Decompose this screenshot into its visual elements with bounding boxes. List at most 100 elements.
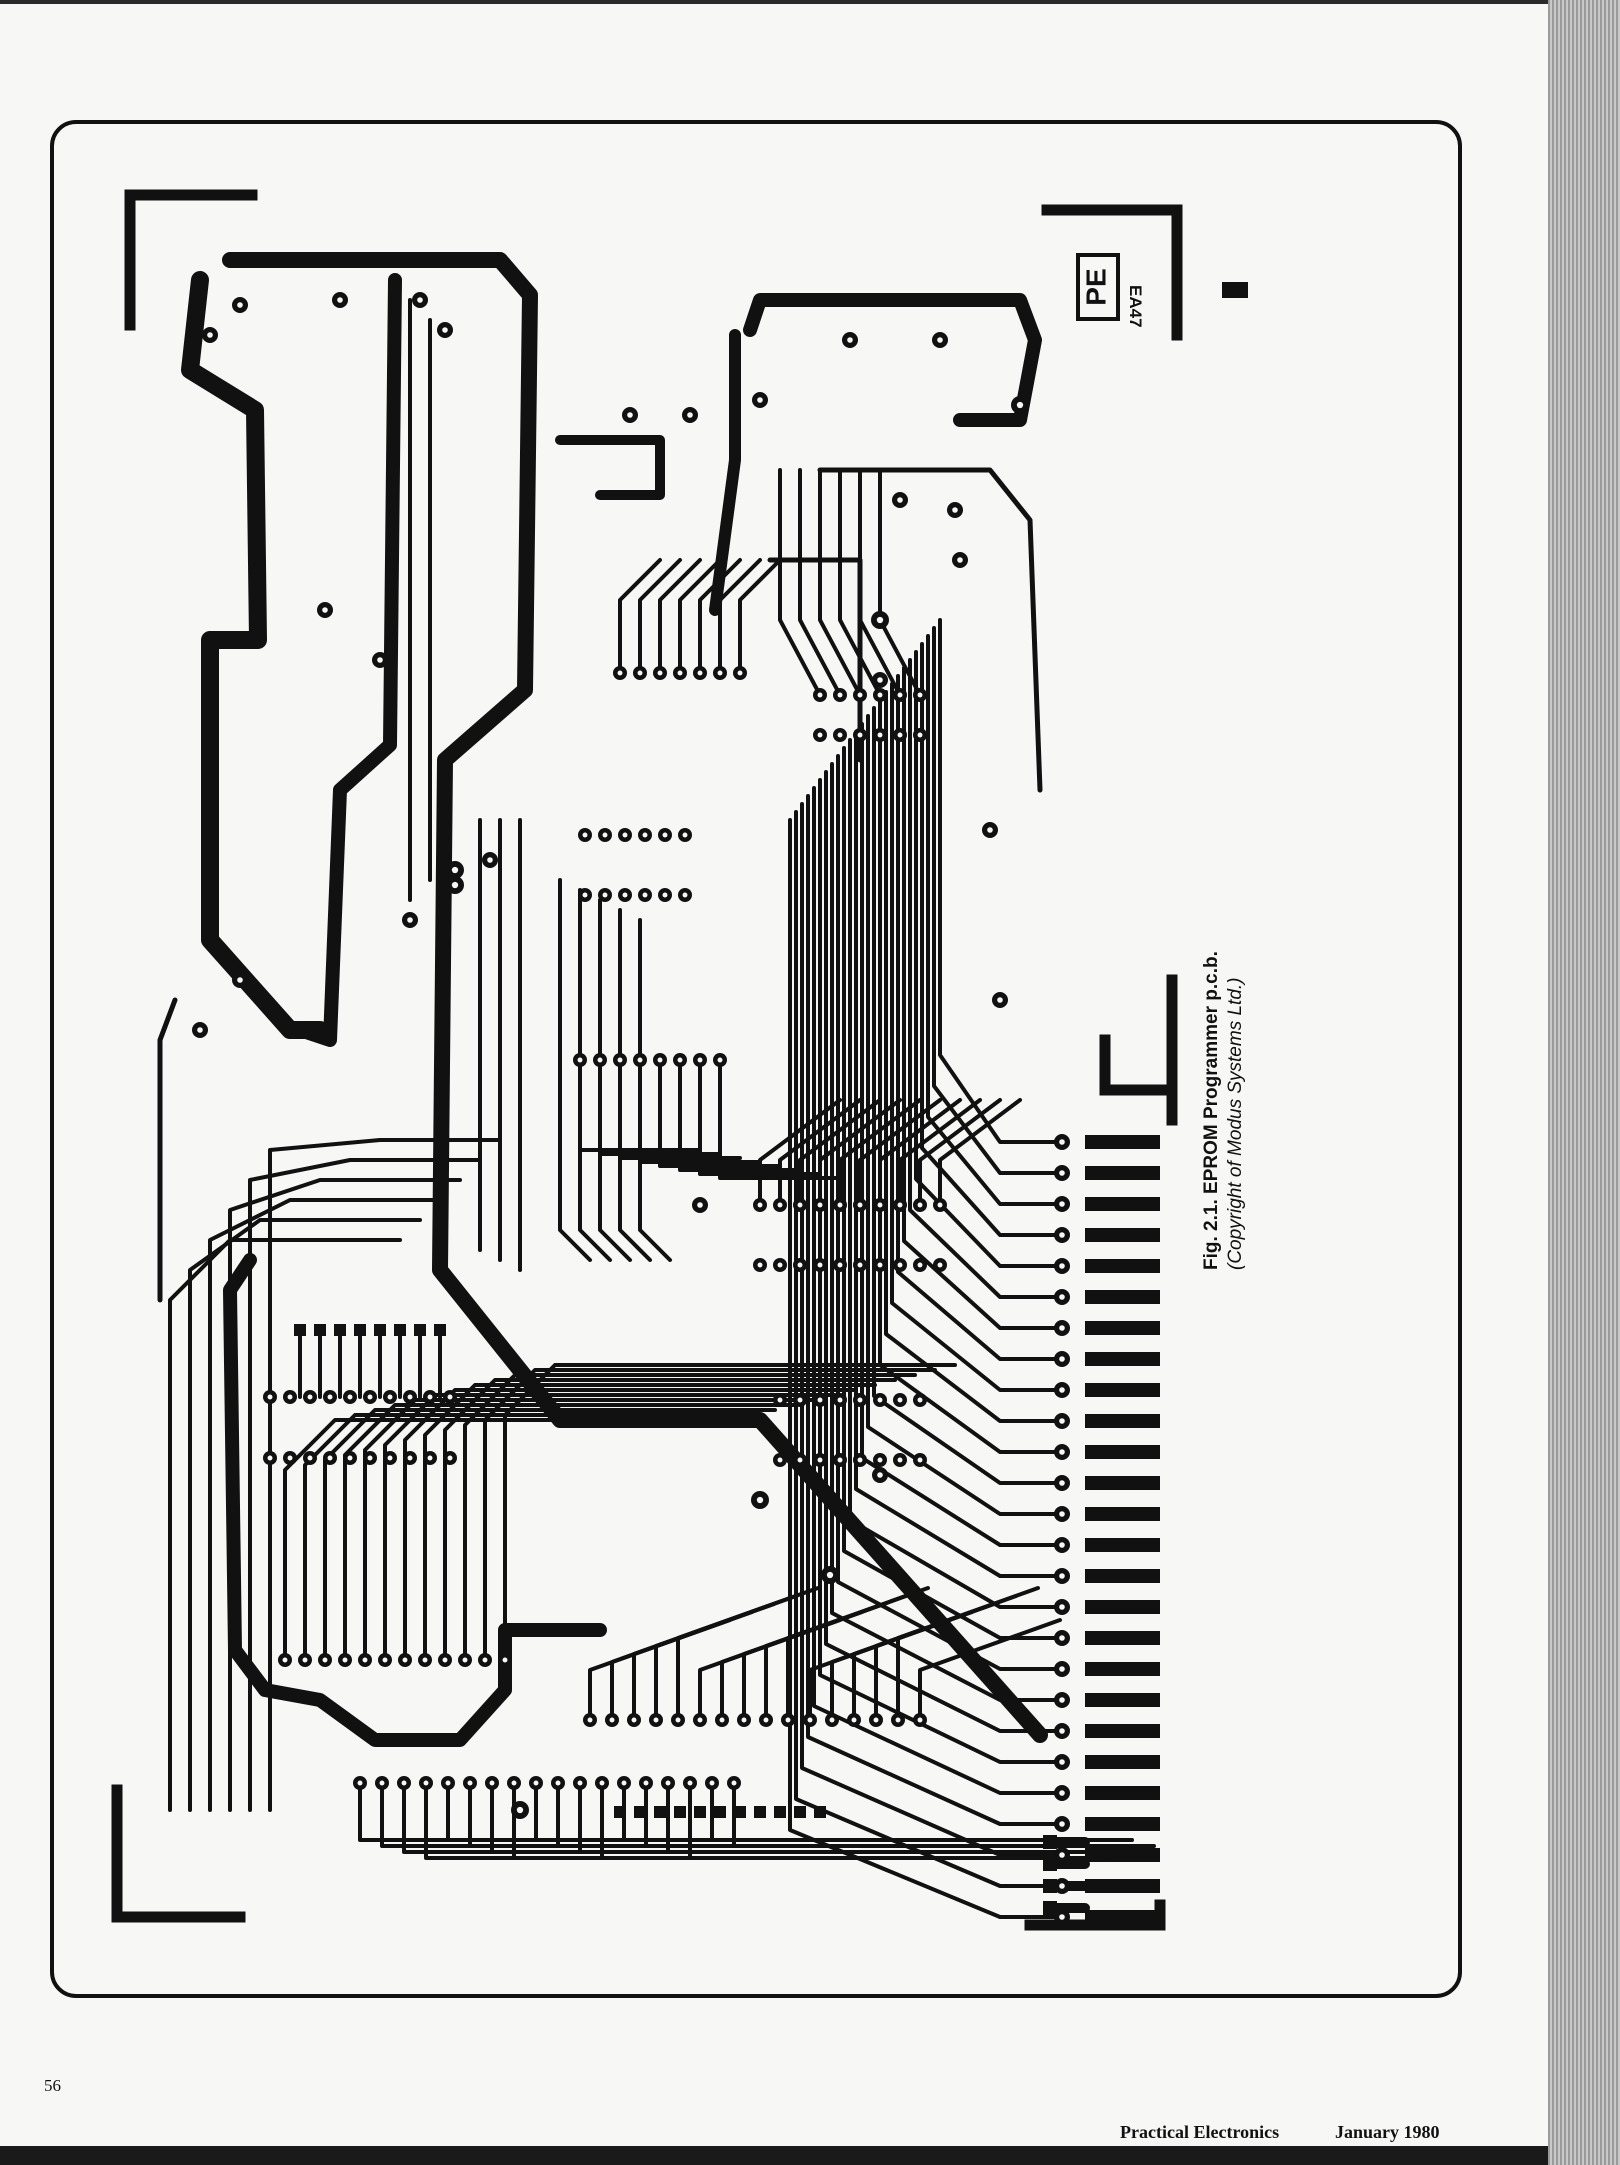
pad-hole: [837, 1202, 843, 1208]
pad-hole: [1059, 1263, 1065, 1269]
signal-trace: [658, 1058, 782, 1168]
pad-hole: [379, 1780, 385, 1786]
pad-hole: [197, 1027, 203, 1033]
connector-finger: [1085, 1259, 1160, 1273]
pad-hole: [362, 1657, 368, 1663]
pad-hole: [602, 832, 608, 838]
pad-hole: [602, 892, 608, 898]
pad: [674, 1806, 686, 1818]
pad-hole: [1059, 1852, 1065, 1858]
connector-finger: [1085, 1197, 1160, 1211]
connector-finger: [1085, 1724, 1160, 1738]
pad-hole: [407, 1394, 413, 1400]
pad-hole: [1059, 1480, 1065, 1486]
signal-trace: [578, 888, 612, 1262]
pad-hole: [1059, 1356, 1065, 1362]
connector-finger: [1085, 1910, 1160, 1924]
signal-trace: [918, 1098, 1002, 1207]
pad-hole: [757, 397, 763, 403]
connector-finger: [1085, 1879, 1160, 1893]
pad-hole: [1059, 1883, 1065, 1889]
pad-hole: [797, 1262, 803, 1268]
signal-trace: [818, 468, 862, 697]
pad: [434, 1324, 446, 1336]
signal-trace: [303, 1413, 757, 1662]
bus-trace: [932, 626, 1064, 1175]
signal-trace: [423, 1383, 877, 1662]
binding-edge: [1548, 0, 1620, 2165]
pad-hole: [1059, 1294, 1065, 1300]
pad-hole: [857, 1202, 863, 1208]
pad-hole: [307, 1394, 313, 1400]
signal-trace: [638, 558, 682, 675]
pad-hole: [1059, 1914, 1065, 1920]
pad-hole: [837, 1457, 843, 1463]
connector-finger: [1085, 1755, 1160, 1769]
pad-hole: [621, 1780, 627, 1786]
pad-hole: [877, 1262, 883, 1268]
pad-hole: [737, 670, 743, 676]
connector-finger: [1085, 1383, 1160, 1397]
pad-hole: [709, 1780, 715, 1786]
pad: [1043, 1857, 1057, 1871]
signal-trace: [710, 1781, 1134, 1842]
signal-trace: [157, 997, 178, 1303]
pe-logo: PE: [1076, 253, 1120, 321]
pad-hole: [643, 1780, 649, 1786]
signal-trace: [268, 1138, 502, 1812]
pad-hole: [237, 977, 243, 983]
pad-hole: [462, 1657, 468, 1663]
pad-hole: [1059, 1418, 1065, 1424]
pad-hole: [237, 302, 243, 308]
bus-trace: [812, 786, 1064, 1795]
scan-top-edge: [0, 0, 1548, 4]
pad-hole: [577, 1057, 583, 1063]
pad-hole: [757, 1202, 763, 1208]
signal-trace: [767, 557, 863, 763]
pad-hole: [582, 832, 588, 838]
bus-trace: [938, 618, 1064, 1144]
pad-hole: [642, 892, 648, 898]
pad-hole: [489, 1780, 495, 1786]
connector-finger: [1085, 1693, 1160, 1707]
pad-hole: [797, 1457, 803, 1463]
pad-hole: [1059, 1790, 1065, 1796]
pad-hole: [417, 297, 423, 303]
connector-finger: [1085, 1538, 1160, 1552]
pad-hole: [697, 1717, 703, 1723]
pad-hole: [1059, 1759, 1065, 1765]
pad-hole: [617, 1057, 623, 1063]
pad: [634, 1806, 646, 1818]
pad-hole: [877, 1472, 883, 1478]
pad-hole: [877, 692, 883, 698]
pad: [394, 1324, 406, 1336]
pad-hole: [637, 1057, 643, 1063]
pad-hole: [1016, 401, 1024, 409]
figure-frame: [50, 120, 1462, 1998]
signal-trace: [838, 1098, 922, 1207]
edge-connector: [1085, 1135, 1160, 1924]
pad-hole: [637, 670, 643, 676]
bus-trace: [794, 810, 1064, 1888]
signal-trace: [678, 558, 722, 675]
pad-hole: [777, 1457, 783, 1463]
signal-trace: [168, 1238, 402, 1812]
bus-trace: [920, 642, 1064, 1237]
pad-hole: [895, 1717, 901, 1723]
pad-hole: [877, 1457, 883, 1463]
connector-finger: [1085, 1445, 1160, 1459]
signal-trace: [817, 467, 1043, 793]
signal-trace: [738, 558, 782, 675]
pad-hole: [357, 1780, 363, 1786]
pad-hole: [857, 1397, 863, 1403]
alignment-bracket: [1099, 974, 1178, 1126]
signal-trace: [896, 1586, 1040, 1722]
connector-finger: [1085, 1817, 1160, 1831]
pad-hole: [719, 1717, 725, 1723]
pad-hole: [797, 1202, 803, 1208]
signal-trace: [323, 1408, 777, 1662]
connector-finger: [1085, 1476, 1160, 1490]
pad-hole: [597, 1057, 603, 1063]
pad-hole: [682, 892, 688, 898]
pad-hole: [677, 670, 683, 676]
